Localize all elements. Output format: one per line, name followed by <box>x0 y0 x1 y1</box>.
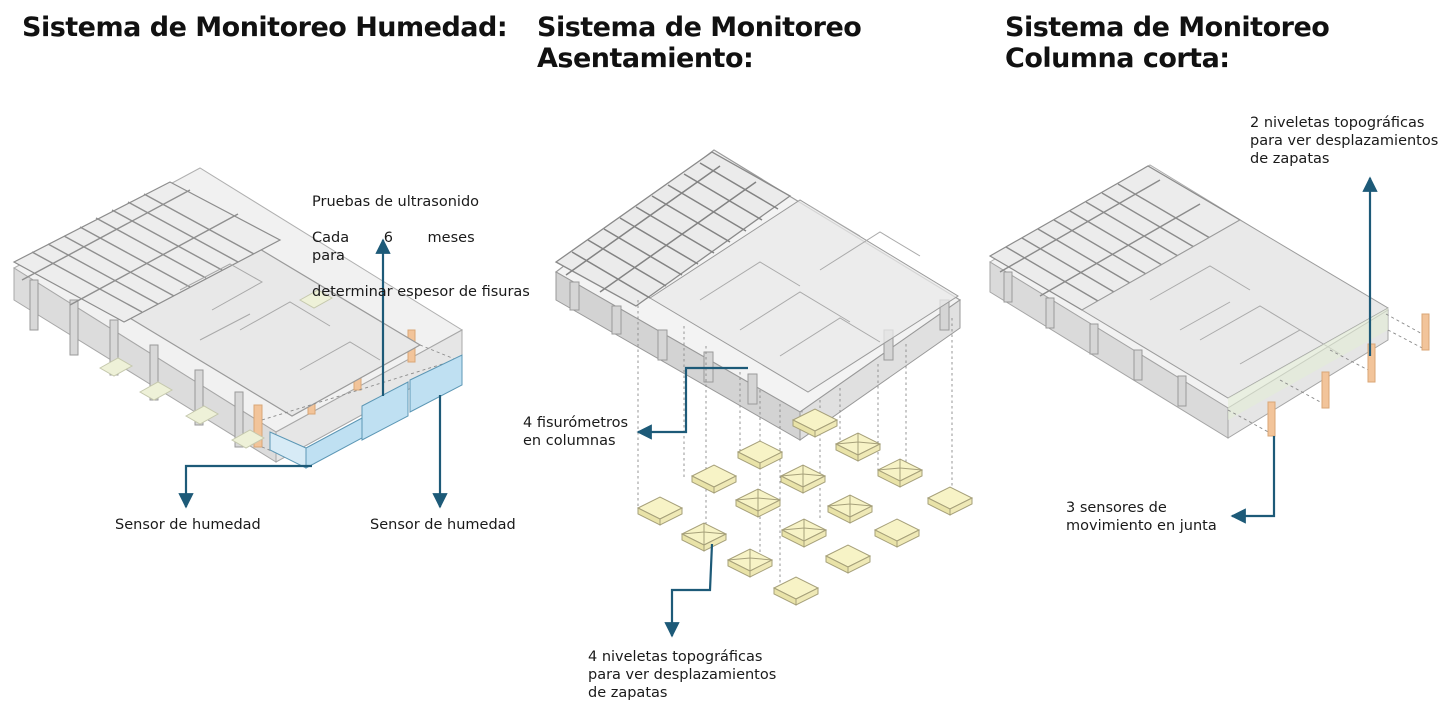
panel3-arrows <box>1230 176 1378 524</box>
footing-pyramid <box>735 489 781 511</box>
sensor-left-arrow <box>178 464 312 509</box>
footing-pyramid <box>827 495 873 517</box>
footing-side <box>757 499 781 518</box>
footing-pyramid <box>781 519 827 541</box>
footing-pyramid <box>727 549 773 571</box>
panel2-title: Sistema de Monitoreo Asentamiento: <box>537 12 862 74</box>
sensor-right-label: Sensor de humedad <box>370 517 516 533</box>
footing-side <box>896 529 920 548</box>
panel2-building <box>554 149 962 586</box>
footing-side <box>949 497 973 516</box>
footing-side <box>659 507 683 526</box>
panel2-arrows <box>636 366 748 638</box>
footing-side <box>802 475 826 494</box>
panel3-building <box>988 164 1430 439</box>
footing-side <box>703 533 727 552</box>
panel1-building <box>12 167 463 469</box>
footing-side <box>899 469 923 488</box>
footing-side <box>713 475 737 494</box>
footing-pyramid <box>681 523 727 545</box>
panel3-title: Sistema de Monitoreo Columna corta: <box>1005 12 1330 74</box>
footing-pyramid <box>877 459 923 481</box>
ultrasound-line3: determinar espesor de fisuras <box>312 284 530 300</box>
footing-pyramid <box>780 465 826 487</box>
footing-side <box>759 451 783 470</box>
sensores-label: 3 sensores de movimiento en junta <box>1066 500 1217 534</box>
footing-side <box>857 443 881 462</box>
panel2-footings <box>636 408 974 606</box>
fisurometros-arrow <box>636 366 748 440</box>
footing-side <box>795 587 819 606</box>
footing-side <box>803 529 827 548</box>
sensores-arrow <box>1230 436 1276 524</box>
niveletas-arrow <box>664 543 714 638</box>
footing-side <box>847 555 871 574</box>
footing-side <box>849 505 873 524</box>
ultrasound-line1: Pruebas de ultrasonido <box>312 194 480 210</box>
footing-side <box>749 559 773 578</box>
sensor-left-label: Sensor de humedad <box>115 517 261 533</box>
niveletas-label-p3: 2 niveletas topográficas para ver despla… <box>1250 115 1439 167</box>
panel1-arrows <box>178 238 448 509</box>
ultrasound-line2: Cada 6 meses para <box>312 230 475 264</box>
fisurometros-label: 4 fisurómetros en columnas <box>523 415 629 449</box>
niveletas-label-p2: 4 niveletas topográficas para ver despla… <box>588 649 777 701</box>
panel1-title: Sistema de Monitoreo Humedad: <box>22 12 508 43</box>
footing-pyramid <box>835 433 881 455</box>
footing-side <box>814 419 838 438</box>
ultrasound-label: Pruebas de ultrasonido Cada 6 meses para… <box>312 175 530 319</box>
